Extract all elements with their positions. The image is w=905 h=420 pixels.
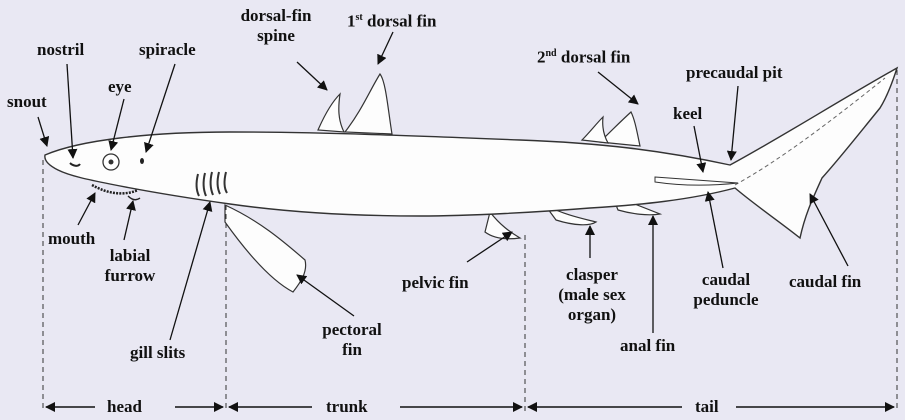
first-dorsal-fin [345, 74, 392, 134]
precaudal-pit-arrow [731, 86, 738, 160]
snout-label: snout [7, 92, 47, 112]
dorsal-spine-arrow [297, 62, 327, 90]
keel-label: keel [673, 104, 702, 124]
second-dorsal-arrow [598, 72, 638, 104]
dorsal-fin-spine-line2: spine [228, 26, 324, 46]
first-dorsal-fin-label: 1st dorsal fin [347, 8, 436, 32]
caudal-peduncle-line2: peduncle [683, 290, 769, 310]
eye-pupil [109, 160, 114, 165]
caudal-peduncle-line1: caudal [683, 270, 769, 290]
eye-label: eye [108, 77, 132, 97]
snout-arrow [38, 117, 47, 146]
labial-furrow-line2: furrow [88, 266, 172, 286]
labial-furrow [128, 196, 140, 200]
labial-furrow-arrow [124, 201, 133, 240]
labial-furrow-label: labial furrow [88, 246, 172, 286]
pectoral-fin-arrow [297, 275, 354, 316]
caudal-fin-label: caudal fin [789, 272, 861, 292]
mouth-arrow [78, 193, 95, 225]
spiracle [140, 158, 144, 164]
dorsal-fin-spine-label: dorsal-fin spine [228, 6, 324, 46]
nostril-arrow [67, 64, 73, 158]
pectoral-fin [225, 205, 306, 292]
dorsal-fin-spine [318, 94, 344, 132]
first-dorsal-arrow [378, 32, 393, 64]
second-dorsal-text: dorsal fin [557, 48, 631, 67]
region-trunk-label: trunk [320, 397, 374, 417]
anal-fin-label: anal fin [620, 336, 675, 356]
clasper-line1: clasper [547, 265, 637, 285]
caudal-fin-arrow [810, 194, 848, 266]
clasper-line3: organ) [547, 305, 637, 325]
second-dorsal-spine [582, 117, 608, 143]
shark-body [45, 68, 897, 238]
clasper-label: clasper (male sex organ) [547, 265, 637, 325]
nostril-label: nostril [37, 40, 84, 60]
gill-slits-label: gill slits [130, 343, 185, 363]
first-dorsal-num: 1 [347, 12, 356, 31]
pelvic-fin-arrow [467, 232, 512, 262]
second-dorsal-num: 2 [537, 48, 546, 67]
pelvic-fin [485, 212, 520, 239]
first-dorsal-sup: st [356, 12, 363, 23]
gill-slits-arrow [170, 202, 210, 340]
labial-furrow-line1: labial [88, 246, 172, 266]
second-dorsal-sup: nd [546, 48, 557, 59]
pectoral-fin-label: pectoral fin [310, 320, 394, 360]
second-dorsal-fin-label: 2nd dorsal fin [537, 44, 630, 68]
pelvic-fin-label: pelvic fin [402, 273, 469, 293]
pectoral-fin-line1: pectoral [310, 320, 394, 340]
region-tail-label: tail [689, 397, 725, 417]
region-head-label: head [101, 397, 148, 417]
spiracle-label: spiracle [139, 40, 196, 60]
pectoral-fin-line2: fin [310, 340, 394, 360]
caudal-peduncle-label: caudal peduncle [683, 270, 769, 310]
caudal-peduncle-arrow [708, 192, 723, 268]
first-dorsal-text: dorsal fin [363, 12, 437, 31]
dorsal-fin-spine-line1: dorsal-fin [228, 6, 324, 26]
clasper-line2: (male sex [547, 285, 637, 305]
precaudal-pit-label: precaudal pit [686, 63, 783, 83]
